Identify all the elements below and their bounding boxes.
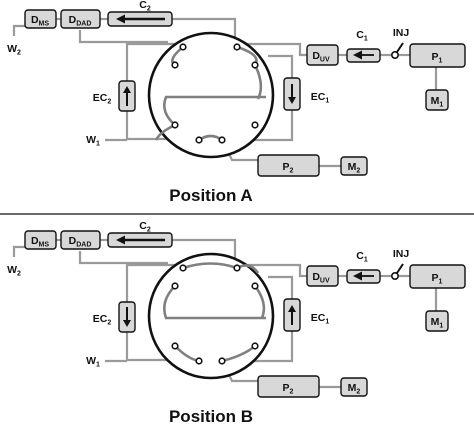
valve-port-1 xyxy=(233,264,241,272)
p1-box xyxy=(409,264,466,289)
tubing-13 xyxy=(250,331,294,363)
position-title: Position A xyxy=(169,186,252,205)
tubing-5 xyxy=(125,263,180,302)
dms-box xyxy=(24,230,57,250)
c2-label: C2 xyxy=(139,0,151,13)
tubing-8 xyxy=(242,263,307,278)
ddad-box xyxy=(60,230,101,250)
inj-label: INJ xyxy=(393,248,410,260)
valve-port-3 xyxy=(251,282,259,290)
m1-box xyxy=(425,89,449,111)
w1-label: W1 xyxy=(86,134,100,148)
dms-label: DMS xyxy=(31,14,49,28)
w2-label: W2 xyxy=(7,264,21,278)
m2-label: M2 xyxy=(348,382,361,396)
ec1-label: EC1 xyxy=(311,312,330,326)
valve-port-3 xyxy=(251,61,259,69)
dms-label: DMS xyxy=(31,235,49,249)
tubing-0 xyxy=(12,24,25,36)
duv-box xyxy=(306,44,339,66)
duv-box xyxy=(306,265,339,287)
w1-label: W1 xyxy=(86,355,100,369)
c2-arrow-head xyxy=(116,235,125,245)
valve-channel-5 xyxy=(253,64,263,100)
m1-label: M1 xyxy=(431,95,444,109)
dms-box xyxy=(24,9,57,29)
valve-port-2 xyxy=(171,61,179,69)
tubing-3 xyxy=(172,238,237,259)
valve-port-6 xyxy=(195,357,203,365)
inj-handle xyxy=(396,42,404,53)
m1-box xyxy=(425,310,449,332)
ec2-label: EC2 xyxy=(93,92,112,106)
inj-handle xyxy=(396,263,404,274)
m1-label: M1 xyxy=(431,316,444,330)
ec2-arrow-head xyxy=(123,86,131,93)
p2-box xyxy=(257,154,320,177)
ec1-arrow-head xyxy=(288,305,296,312)
inj-valve xyxy=(390,271,399,280)
m2-box xyxy=(340,377,368,397)
p2-box xyxy=(257,375,320,398)
tubing-0 xyxy=(12,245,25,257)
valve-channel-0 xyxy=(182,262,238,270)
inj-valve xyxy=(390,50,399,59)
valve-body xyxy=(147,252,275,380)
p1-label: P1 xyxy=(432,51,443,65)
valve-port-7 xyxy=(218,357,226,365)
tubing-5 xyxy=(125,42,180,81)
p2-label: P2 xyxy=(283,161,294,175)
c1-arrow-head xyxy=(353,50,362,60)
c1-label: C1 xyxy=(356,250,368,264)
tubing-12 xyxy=(268,275,294,299)
ddad-box xyxy=(60,9,101,29)
valve-port-2 xyxy=(171,282,179,290)
valve-port-0 xyxy=(179,43,187,51)
valve-port-5 xyxy=(251,121,259,129)
m2-box xyxy=(340,156,368,176)
ec2-arrow-head xyxy=(123,320,131,327)
valve-port-6 xyxy=(195,136,203,144)
tubing-12 xyxy=(268,54,294,78)
valve-body xyxy=(147,31,275,159)
w2-label: W2 xyxy=(7,43,21,57)
duv-label: DUV xyxy=(312,271,330,285)
inj-label: INJ xyxy=(393,27,410,39)
valve-port-7 xyxy=(218,136,226,144)
c2-arrow-head xyxy=(116,14,125,24)
tubing-3 xyxy=(172,17,237,38)
m2-label: M2 xyxy=(348,161,361,175)
valve-port-4 xyxy=(171,342,179,350)
ec1-arrow-head xyxy=(288,97,296,104)
tubing-8 xyxy=(242,42,307,57)
ddad-label: DDAD xyxy=(69,14,92,28)
c1-label: C1 xyxy=(356,29,368,43)
valve-port-0 xyxy=(179,264,187,272)
tubing-4 xyxy=(78,30,168,44)
valve-port-5 xyxy=(251,342,259,350)
tubing-13 xyxy=(250,110,294,142)
c2-label: C2 xyxy=(139,220,151,234)
p1-label: P1 xyxy=(432,272,443,286)
p2-label: P2 xyxy=(283,382,294,396)
valve-port-1 xyxy=(233,43,241,51)
duv-label: DUV xyxy=(312,50,330,64)
c1-arrow-head xyxy=(353,271,362,281)
ec2-label: EC2 xyxy=(93,313,112,327)
position-title: Position B xyxy=(169,407,253,426)
tubing-4 xyxy=(78,251,168,265)
ddad-label: DDAD xyxy=(69,235,92,249)
ec1-label: EC1 xyxy=(311,91,330,105)
valve-port-4 xyxy=(171,121,179,129)
p1-box xyxy=(409,43,466,68)
